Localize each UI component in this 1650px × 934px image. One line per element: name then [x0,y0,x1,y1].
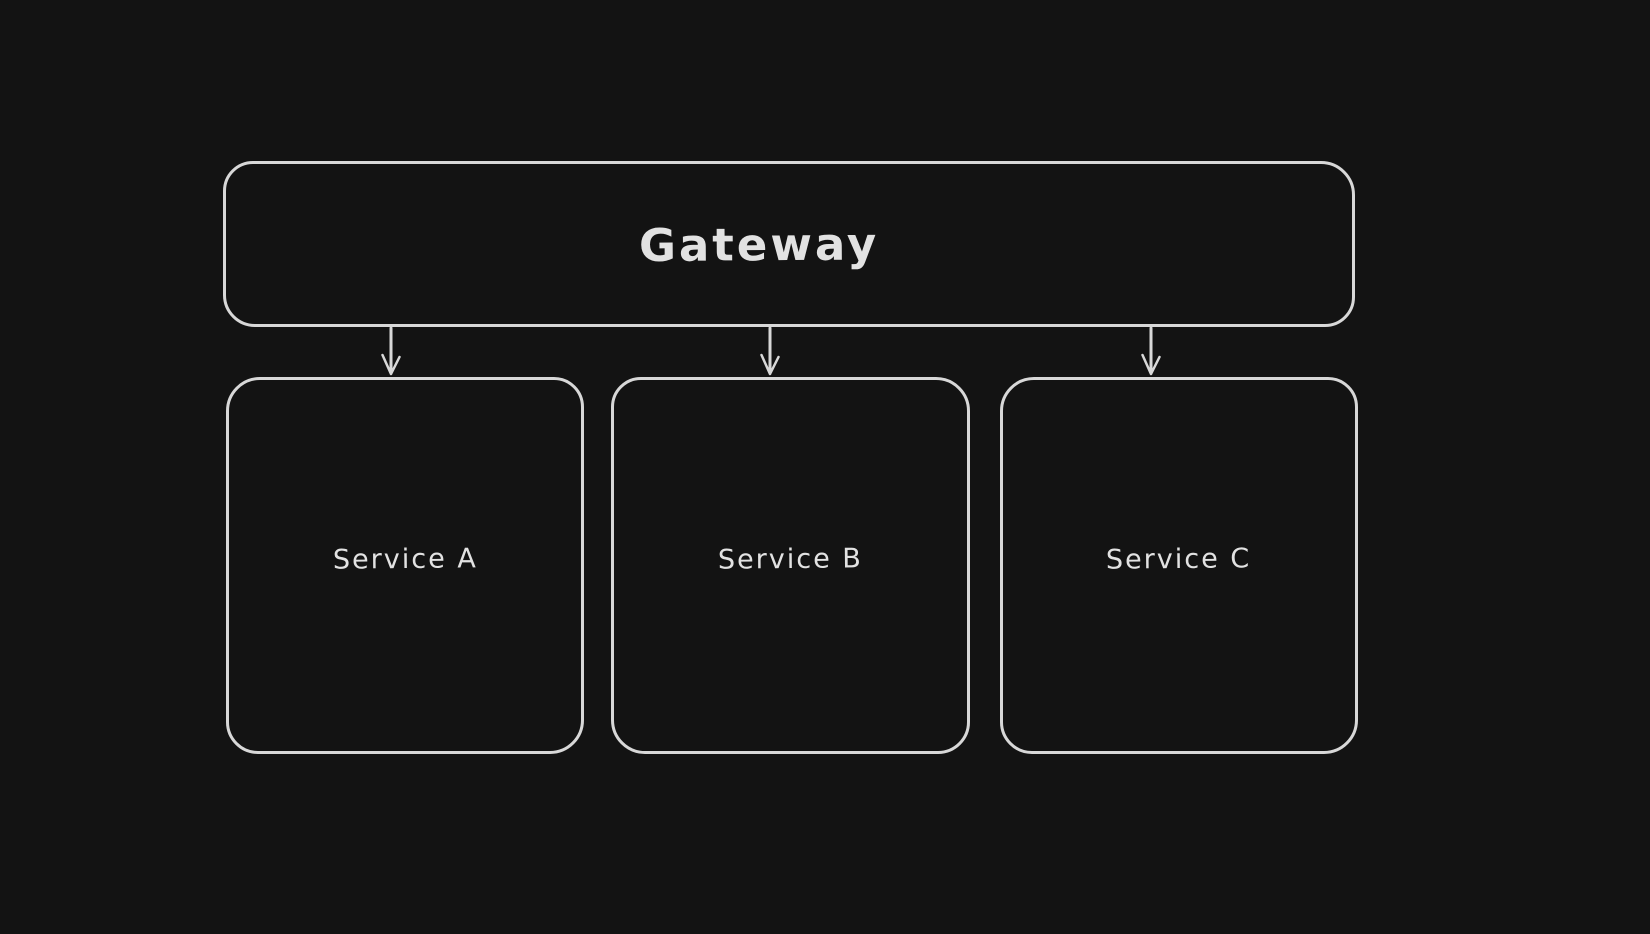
arrow-gateway-to-service-a[interactable] [381,326,401,376]
node-gateway[interactable]: Gateway [223,161,1355,327]
node-service-c-label: Service C [1106,543,1252,576]
node-gateway-label: Gateway [638,216,880,272]
node-service-c[interactable]: Service C [1000,377,1358,754]
arrow-gateway-to-service-c[interactable] [1141,326,1161,376]
node-service-b[interactable]: Service B [611,377,970,754]
node-service-a-label: Service A [332,543,478,576]
node-service-b-label: Service B [717,543,864,576]
arrow-gateway-to-service-b[interactable] [760,326,780,376]
node-service-a[interactable]: Service A [226,377,584,754]
